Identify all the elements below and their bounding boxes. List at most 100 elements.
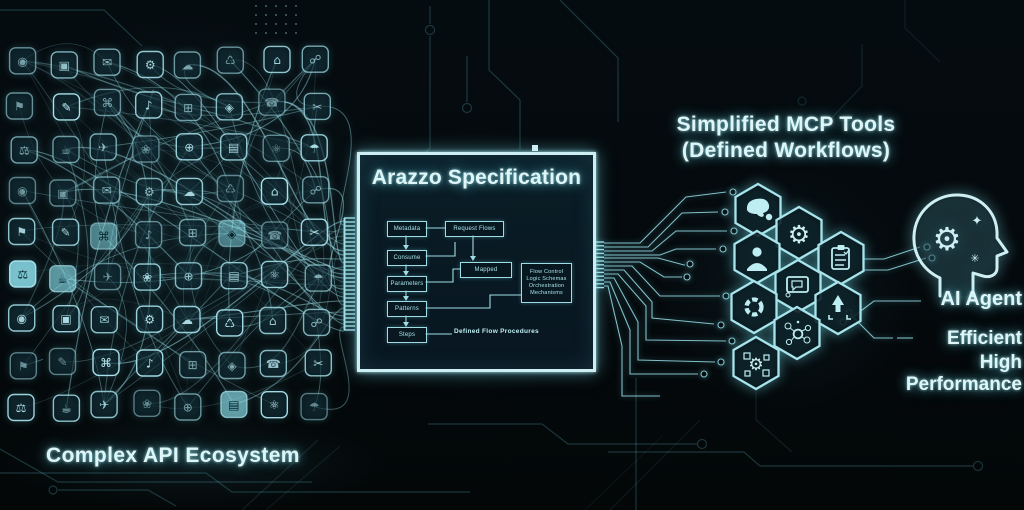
api-icon-tile: ♪ [134,91,163,119]
svg-text:♪: ♪ [145,228,153,242]
svg-text:✈: ✈ [99,398,109,412]
api-icon-tile: ⌘ [93,88,122,117]
chat-team-icon [746,198,773,221]
flow-step-4: Patterns [387,301,427,317]
api-icon-tile: ☎ [261,221,289,249]
api-icon-tile: ♪ [135,349,164,377]
api-icon-tile: ⚙ [135,177,164,206]
api-icon-tile: ⚛ [260,260,289,289]
svg-text:⚛: ⚛ [271,142,282,156]
svg-text:⌘: ⌘ [101,96,113,110]
api-icon-tile: ◈ [215,93,244,121]
hexagon-network [773,305,821,361]
api-icon-tile: ☍ [301,45,329,73]
api-icon-tile: ⚛ [260,391,288,419]
svg-text:⚑: ⚑ [14,100,25,114]
flow-step-5: Steps [387,327,427,343]
api-icon-tile: ⚙ [136,50,164,79]
svg-text:⌘: ⌘ [100,356,112,370]
flow-step-1: Metadata [387,221,427,237]
svg-text:◉: ◉ [17,184,27,198]
svg-text:✎: ✎ [57,355,67,369]
api-icon-tile: ✈ [93,262,122,291]
svg-text:⌘: ⌘ [98,230,110,244]
flow-right-block: Flow Control Logic Schemas Orchestration… [521,263,572,303]
svg-text:☎: ☎ [266,357,281,371]
head-gear-glyph: ⚙ [933,220,962,258]
agent-labels: AI Agent Efficient High Performance [868,288,1022,396]
api-icon-tile: ◈ [218,351,246,380]
api-icon-tile: ⚑ [9,352,38,380]
api-icon-tile: ▣ [49,179,77,207]
api-icon-tile: ◉ [7,304,36,332]
svg-text:⚑: ⚑ [18,359,29,373]
flow-step-3: Parameters [387,276,427,292]
api-icon-tile: ✉ [90,306,119,334]
svg-text:⚑: ⚑ [16,225,27,239]
segmented-ring-icon [744,297,764,317]
api-icon-tile: ⊞ [178,351,207,379]
api-icon-tile: ▤ [219,133,248,161]
svg-text:⚖: ⚖ [16,401,27,415]
api-icon-tile: ✈ [90,390,118,419]
api-icon-tile: ✎ [48,347,77,376]
svg-text:✂: ✂ [312,100,322,114]
svg-text:☂: ☂ [309,141,320,155]
svg-text:☁: ☁ [181,313,193,327]
api-icon-tile: ☂ [304,264,332,292]
api-icon-tile: ☎ [258,88,286,116]
api-icon-tile: ⚖ [8,260,37,288]
svg-text:☎: ☎ [264,96,279,110]
api-icon-tile: ⌂ [259,306,287,335]
flow-mapped-box: Mapped [460,262,512,278]
svg-text:✈: ✈ [98,141,108,155]
svg-text:▤: ▤ [228,398,239,412]
svg-text:⊕: ⊕ [183,269,193,283]
monitor-chat-icon [785,276,809,298]
sparkle-icon-2: ✳ [970,252,979,265]
svg-text:✂: ✂ [313,356,323,370]
svg-text:✉: ✉ [102,184,112,198]
api-icon-tile: ☕ [49,265,77,293]
svg-text:♺: ♺ [225,54,236,68]
api-icon-tile: ❀ [133,263,161,291]
panel-top-tick [532,145,538,151]
dot-matrix [255,5,297,34]
api-icon-tile: ⚖ [7,393,35,422]
api-icon-tile: ☁ [175,177,204,206]
api-icon-tile: ⚛ [262,134,290,163]
api-icon-tile: ⚑ [7,217,36,246]
api-icon-tile: ✎ [52,93,81,121]
api-icon-tile: ⊞ [174,93,202,122]
svg-text:☍: ☍ [311,316,323,330]
api-icon-tile: ☕ [52,135,80,164]
svg-text:◉: ◉ [17,54,27,68]
svg-text:☁: ☁ [181,59,193,73]
api-icon-tile: ☎ [259,349,287,378]
svg-text:✂: ✂ [309,226,319,240]
api-icon-tile: ❀ [133,389,161,417]
ecosystem-caption: Complex API Ecosystem [46,444,300,467]
svg-text:❀: ❀ [141,143,151,157]
svg-text:✎: ✎ [61,100,71,114]
svg-text:❀: ❀ [142,271,152,285]
svg-text:♪: ♪ [145,99,153,113]
svg-text:▤: ▤ [228,140,239,154]
svg-text:▣: ▣ [59,58,70,72]
svg-text:⚖: ⚖ [19,143,30,157]
api-icon-tile: ♺ [216,46,245,74]
api-icon-tile: ♪ [134,220,163,249]
api-icon-tile: ✈ [89,133,117,161]
api-icon-tile: ☍ [302,308,331,337]
gear-icon: ⚙ [788,220,810,249]
svg-text:☎: ☎ [267,229,282,243]
api-icon-tile: ⊕ [174,262,203,290]
api-icon-tile: ✎ [51,218,80,246]
svg-text:⌂: ⌂ [271,185,279,199]
hexagon-gear [775,205,823,261]
svg-text:⚙: ⚙ [144,185,155,199]
svg-text:⊞: ⊞ [183,101,193,115]
api-icon-tile: ♺ [216,174,245,203]
svg-text:✉: ✉ [102,56,112,70]
